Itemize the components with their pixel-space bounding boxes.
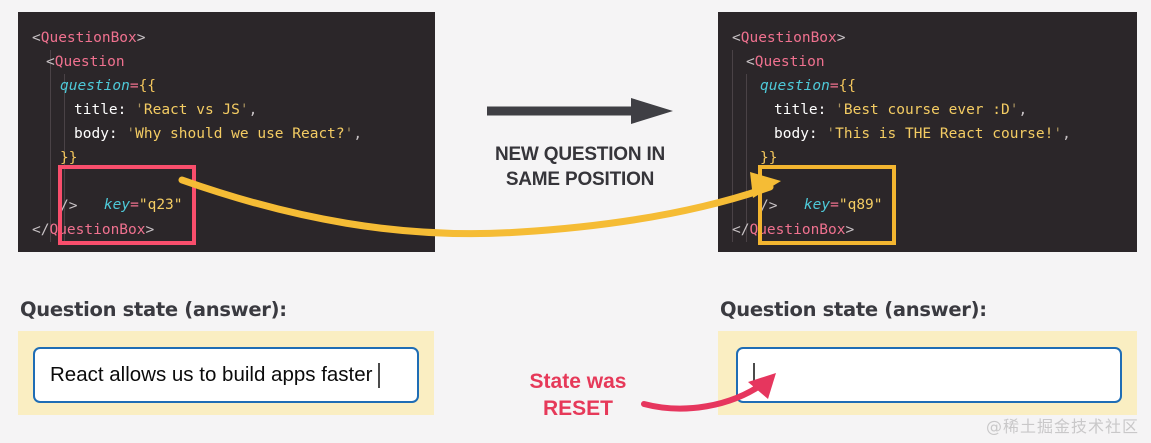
code-token-eq: = (129, 78, 139, 94)
code-token-tag: Question (54, 54, 125, 70)
text-caret (753, 362, 755, 388)
code-token-brace: {{ (838, 78, 857, 94)
code-token-punct: > (845, 222, 855, 238)
reset-note-line1: State was (529, 370, 627, 393)
code-token-punct: < (732, 30, 741, 46)
code-token-tag: QuestionBox (49, 222, 146, 238)
code-token-comma: , (353, 126, 363, 142)
code-token-prop: title: (774, 102, 827, 118)
code-token-comma: , (1018, 102, 1028, 118)
indent-guide (64, 74, 65, 242)
code-token-comma: , (1062, 126, 1071, 142)
code-line: <QuestionBox> (718, 26, 1137, 50)
code-token-quote: ' (1053, 126, 1063, 142)
key-prop-highlight-after: key="q89" (758, 165, 896, 245)
code-token-punct: > (836, 30, 846, 46)
code-line: body: 'Why should we use React?', (18, 122, 435, 146)
code-token-quote: ' (344, 126, 354, 142)
code-token-str: Best course ever :D (843, 102, 1010, 118)
code-token-punct: > (145, 222, 155, 238)
code-token-prop: body: (74, 126, 118, 142)
key-attr-name: key (803, 197, 831, 213)
answer-input-before-value: React allows us to build apps faster (50, 363, 373, 386)
transition-arrow-icon (487, 98, 673, 124)
transition-caption: NEW QUESTION IN SAME POSITION (460, 142, 700, 192)
code-token-punct: < (46, 54, 55, 70)
text-caret (378, 362, 380, 388)
code-token-punct: < (32, 30, 41, 46)
code-token-prop: title: (74, 102, 127, 118)
code-line: <Question (18, 50, 435, 74)
code-token-quote: ' (239, 102, 249, 118)
reset-note: State was RESET (478, 368, 678, 422)
code-token-str: Why should we use React? (135, 126, 345, 142)
code-line: /> (18, 194, 435, 218)
code-token-brace: }} (760, 150, 778, 166)
indent-guide (50, 50, 51, 242)
code-token-quote: ' (117, 126, 136, 142)
code-line: question={{ (18, 74, 435, 98)
code-token-tag: Question (754, 54, 825, 70)
state-label-before: Question state (answer): (20, 298, 287, 321)
watermark: @稀土掘金技术社区 (985, 417, 1139, 436)
answer-input-before[interactable]: React allows us to build apps faster (33, 347, 419, 403)
code-token-prop: body: (774, 126, 818, 142)
code-token-punct: /> (60, 198, 78, 214)
key-attr-equals: = (830, 197, 839, 213)
code-token-brace: }} (60, 150, 78, 166)
key-prop-highlight-before: key="q23" (58, 165, 196, 245)
code-line: question={{ (718, 74, 1137, 98)
code-token-quote: ' (1009, 102, 1019, 118)
code-token-eq: = (829, 78, 839, 94)
key-attr-equals: = (130, 197, 139, 213)
code-token-comma: , (248, 102, 258, 118)
transition-caption-line2: SAME POSITION (505, 169, 655, 190)
code-token-brace: {{ (138, 78, 157, 94)
reset-note-line2: RESET (542, 397, 613, 420)
code-token-tag: QuestionBox (40, 30, 137, 46)
code-token-punct: </ (732, 222, 750, 238)
key-attr-name: key (103, 197, 131, 213)
code-line: <QuestionBox> (18, 26, 435, 50)
code-token-attr: question (760, 78, 830, 94)
indent-guide (746, 74, 747, 242)
key-attr-value: "q23" (138, 197, 183, 213)
code-line: </QuestionBox> (18, 218, 435, 242)
code-line: title: 'Best course ever :D', (718, 98, 1137, 122)
code-token-quote: ' (126, 102, 144, 118)
code-line: body: 'This is THE React course!', (718, 122, 1137, 146)
code-token-punct: </ (32, 222, 50, 238)
code-line: title: 'React vs JS', (18, 98, 435, 122)
code-line: }} (18, 146, 435, 170)
key-attr-value: "q89" (838, 197, 883, 213)
code-token-tag: QuestionBox (740, 30, 837, 46)
answer-input-after[interactable] (736, 347, 1122, 403)
code-token-punct: < (746, 54, 755, 70)
code-line: <Question (718, 50, 1137, 74)
code-line: }} (718, 146, 1137, 170)
code-token-str: React vs JS (143, 102, 240, 118)
code-token-attr: question (60, 78, 130, 94)
code-token-quote: ' (817, 126, 836, 142)
code-token-punct: > (136, 30, 146, 46)
transition-caption-line1: NEW QUESTION IN (494, 144, 666, 165)
indent-guide (732, 50, 733, 242)
state-label-after: Question state (answer): (720, 298, 987, 321)
code-token-str: This is THE React course! (835, 126, 1054, 142)
code-token-quote: ' (826, 102, 844, 118)
